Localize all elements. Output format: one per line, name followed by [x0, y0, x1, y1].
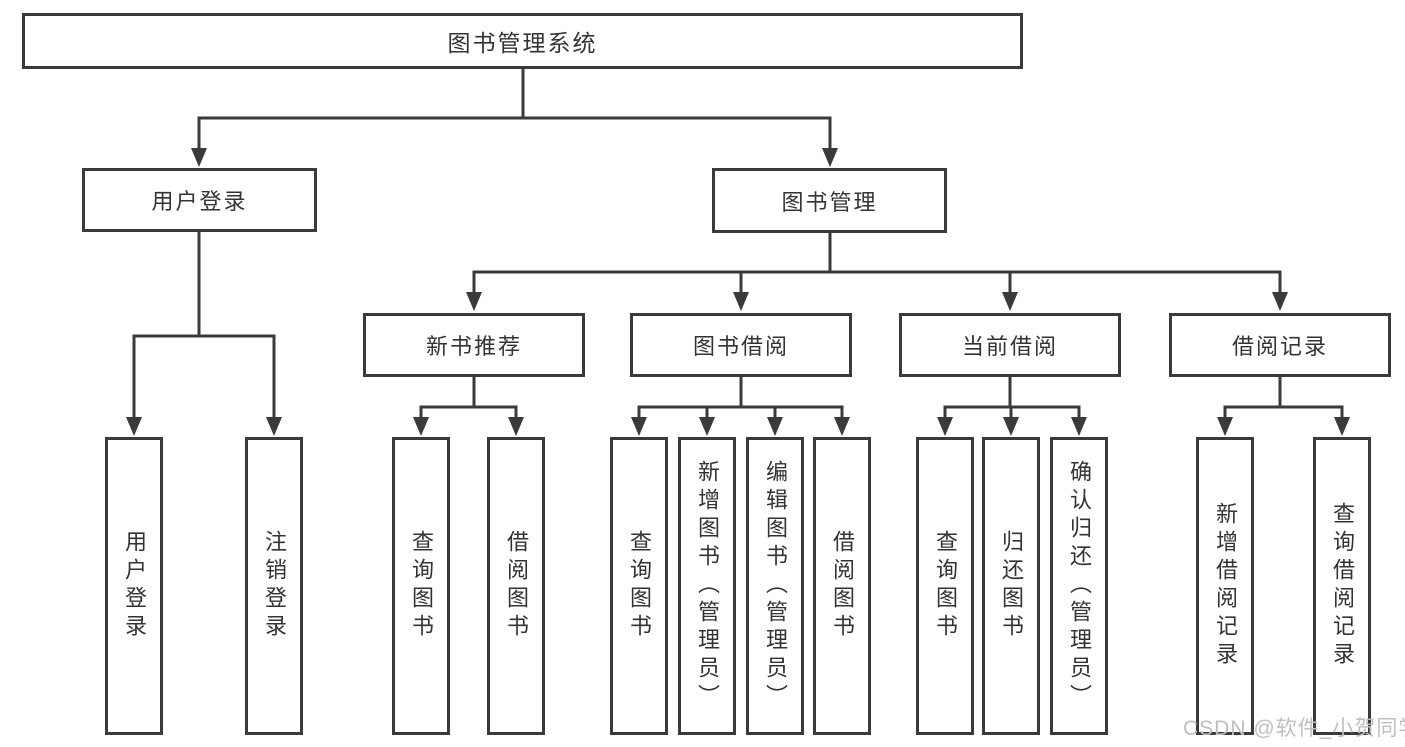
- node-system-root: 图书管理系统: [22, 13, 1023, 69]
- leaf-add-book-admin: 新增图书（管理员）: [678, 437, 736, 735]
- node-label: 用户登录: [151, 189, 248, 214]
- connector-new-book-recommend: [419, 377, 518, 419]
- node-user-login: 用户登录: [82, 168, 317, 232]
- node-label: 查询借阅记录: [1330, 502, 1355, 670]
- csdn-watermark: CSDN @软件_小贺同学: [1183, 717, 1405, 740]
- node-borrow-records: 借阅记录: [1169, 313, 1391, 377]
- connector-borrow-records: [1223, 377, 1344, 419]
- leaf-add-borrow-record: 新增借阅记录: [1196, 437, 1254, 735]
- arrowhead: [1217, 417, 1233, 436]
- connector-root: [197, 68, 832, 150]
- arrowhead: [1071, 417, 1087, 436]
- arrowhead: [733, 292, 749, 311]
- node-label: 借阅记录: [1231, 334, 1328, 359]
- node-label: 新书推荐: [425, 334, 522, 359]
- node-label: 编辑图书（管理员）: [763, 460, 788, 712]
- node-label: 确认归还（管理员）: [1067, 460, 1092, 712]
- arrowhead: [822, 148, 838, 167]
- node-book-borrow: 图书借阅: [630, 313, 852, 377]
- node-label: 查询图书: [409, 530, 434, 642]
- node-label: 查询图书: [933, 530, 958, 642]
- arrowhead: [126, 417, 142, 436]
- connector-book-borrow: [637, 377, 844, 419]
- node-label: 借阅图书: [830, 530, 855, 642]
- connector-current-borrow: [943, 377, 1081, 419]
- node-label: 注销登录: [262, 530, 287, 642]
- node-label: 用户登录: [122, 530, 147, 642]
- leaf-return-book: 归还图书: [982, 437, 1040, 735]
- arrowhead: [466, 292, 482, 311]
- leaf-borrow-books-recommend: 借阅图书: [487, 437, 545, 735]
- arrowhead: [191, 148, 207, 167]
- node-label: 借阅图书: [504, 530, 529, 642]
- arrowhead: [1002, 292, 1018, 311]
- node-label: 图书管理系统: [447, 30, 598, 56]
- node-label: 归还图书: [999, 530, 1024, 642]
- node-label: 新增借阅记录: [1213, 502, 1238, 670]
- arrowhead: [1334, 417, 1350, 436]
- arrowhead: [767, 417, 783, 436]
- node-label: 查询图书: [627, 530, 652, 642]
- arrowhead: [1003, 417, 1019, 436]
- leaf-query-books-recommend: 查询图书: [392, 437, 450, 735]
- leaf-user-login: 用户登录: [105, 437, 163, 735]
- arrowhead: [631, 417, 647, 436]
- connector-book-management: [472, 233, 1282, 294]
- node-label: 图书借阅: [692, 334, 789, 359]
- leaf-query-books-borrow: 查询图书: [610, 437, 668, 735]
- arrowhead: [266, 417, 282, 436]
- arrowhead: [834, 417, 850, 436]
- arrowhead: [1272, 292, 1288, 311]
- node-book-management: 图书管理: [712, 168, 947, 233]
- node-label: 当前借阅: [961, 334, 1058, 359]
- node-current-borrow: 当前借阅: [899, 313, 1121, 377]
- arrowhead: [937, 417, 953, 436]
- arrowhead: [699, 417, 715, 436]
- leaf-confirm-return-admin: 确认归还（管理员）: [1050, 437, 1108, 735]
- arrowhead: [413, 417, 429, 436]
- arrowhead: [508, 417, 524, 436]
- node-label: 图书管理: [781, 189, 878, 215]
- connector-user-login: [132, 232, 276, 419]
- leaf-query-borrow-record: 查询借阅记录: [1313, 437, 1371, 735]
- leaf-logout: 注销登录: [245, 437, 303, 735]
- leaf-borrow-books-borrow: 借阅图书: [813, 437, 871, 735]
- leaf-query-books-current: 查询图书: [916, 437, 974, 735]
- node-label: 新增图书（管理员）: [695, 460, 720, 712]
- node-new-book-recommend: 新书推荐: [363, 313, 585, 377]
- leaf-edit-book-admin: 编辑图书（管理员）: [746, 437, 804, 735]
